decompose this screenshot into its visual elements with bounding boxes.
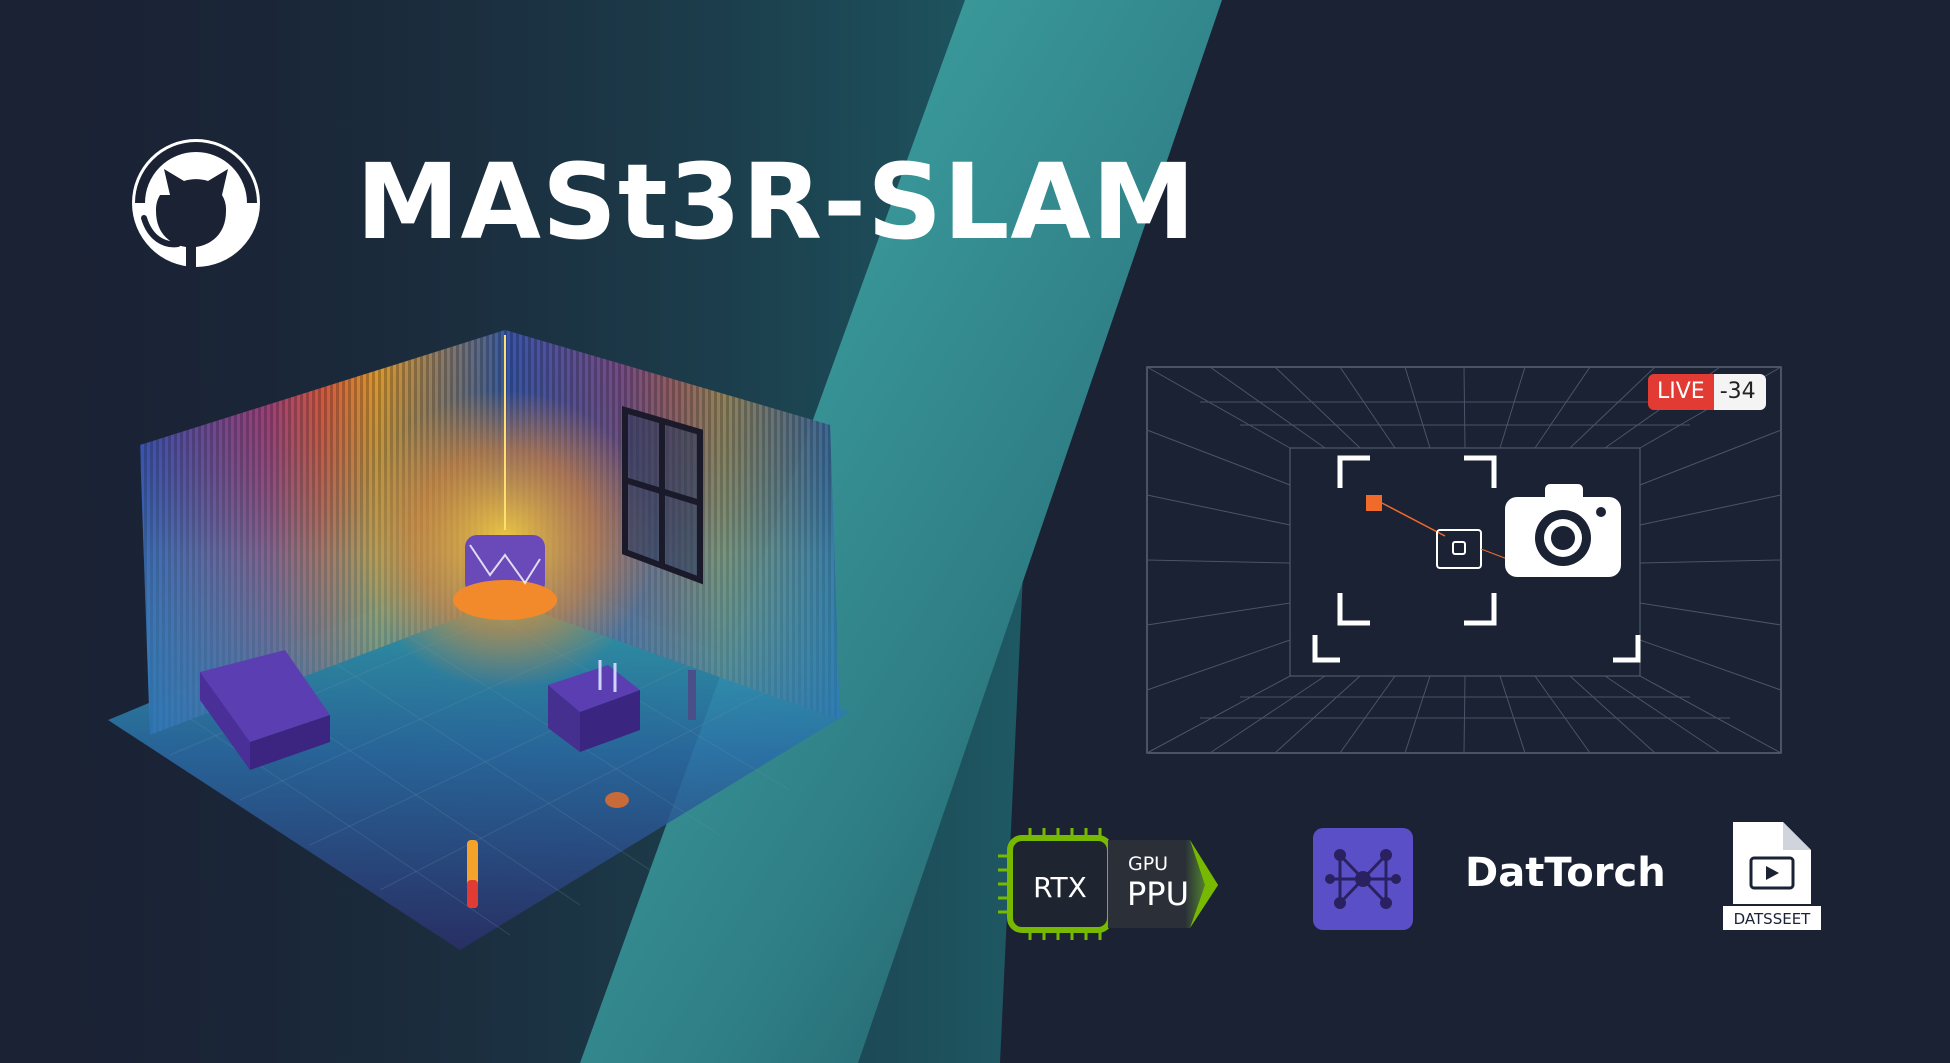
live-badge: LIVE -34: [1648, 374, 1766, 410]
live-value: -34: [1713, 374, 1766, 410]
camera-icon: [1505, 484, 1621, 577]
gpu-label: GPU: [1128, 853, 1168, 875]
gpu-logo: RTX GPU PPU: [998, 828, 1218, 940]
point-cloud-scene: [108, 330, 850, 950]
ppu-label: PPU: [1127, 875, 1189, 913]
page-title: MASt3R-SLAM: [356, 141, 1197, 263]
side-table: [548, 660, 640, 752]
slam-viewport: [1146, 366, 1782, 754]
dattorch-brand: DatTorch: [1465, 850, 1666, 896]
window-frame: [622, 405, 703, 585]
dattorch-logo: [1313, 828, 1413, 930]
dataset-label: DATSSEET: [1734, 910, 1812, 928]
diagonal-band: [580, 0, 1222, 1063]
github-logo: [132, 139, 260, 271]
live-label: LIVE: [1648, 374, 1714, 410]
dataset-logo: DATSSEET: [1721, 822, 1823, 932]
sofa: [200, 650, 330, 770]
rtx-label: RTX: [1033, 871, 1087, 904]
armchair: [453, 535, 557, 620]
